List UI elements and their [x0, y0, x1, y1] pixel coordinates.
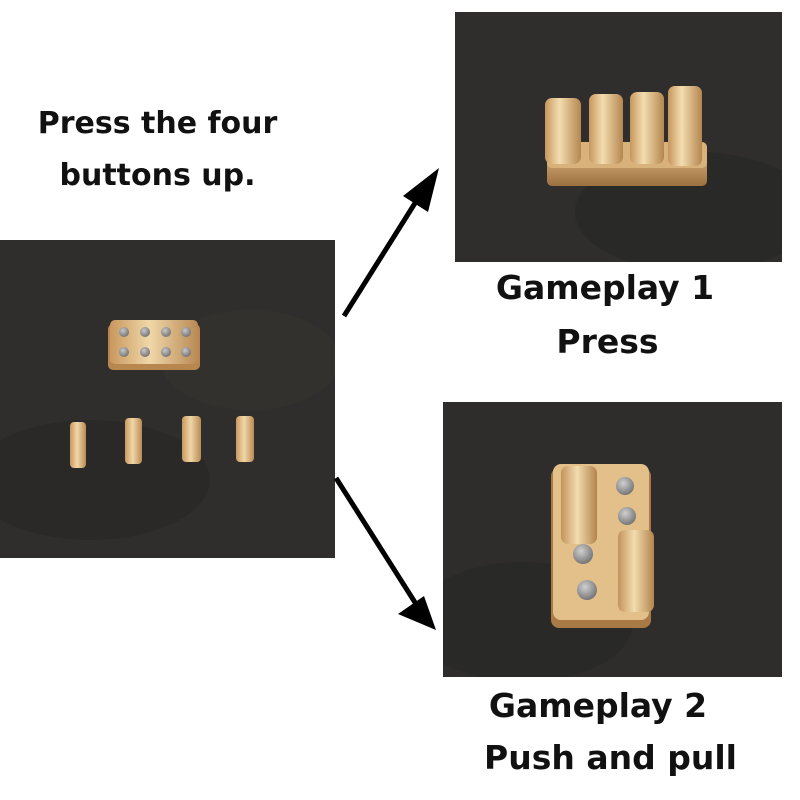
gameplay-2-subtitle: Push and pull — [484, 738, 737, 777]
gameplay-1-subtitle: Press — [556, 322, 659, 361]
arrow-down-right-icon — [333, 476, 436, 630]
gameplay-1-photo — [455, 12, 782, 262]
instruction-line-2: buttons up. — [59, 158, 256, 193]
push-pull-toy — [551, 464, 654, 628]
base-plate — [108, 320, 200, 370]
pressed-toy — [545, 86, 707, 186]
loose-buttons — [70, 416, 254, 468]
arrow-up-right-icon — [341, 168, 439, 318]
gameplay-2-photo — [443, 402, 782, 677]
gameplay-2-title: Gameplay 2 — [488, 686, 708, 725]
gameplay-1-title: Gameplay 1 — [495, 268, 715, 307]
disassembled-toy-photo — [0, 240, 335, 558]
instruction-line-1: Press the four — [37, 106, 278, 141]
